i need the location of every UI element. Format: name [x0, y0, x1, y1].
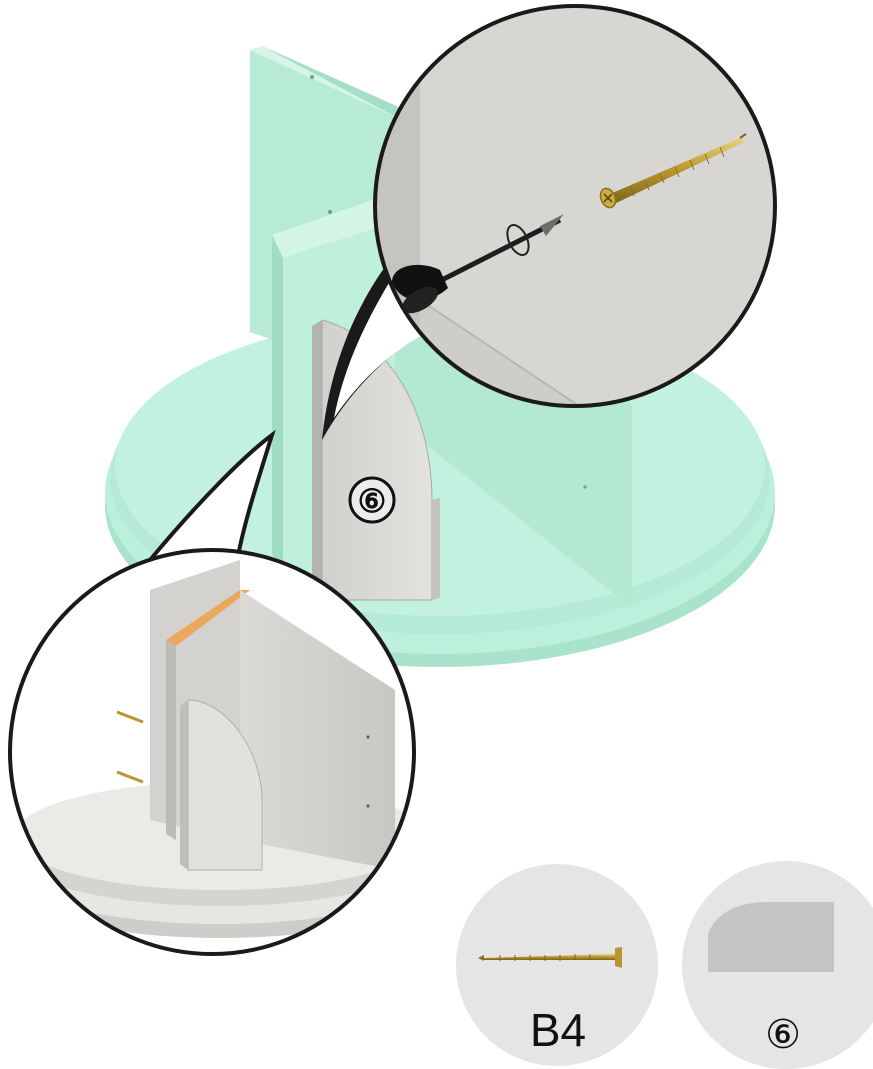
bracket-6-label: ⑥	[358, 483, 387, 519]
part-card-bracket: ⑥	[682, 861, 873, 1069]
bracket-6-callout: ⑥	[350, 478, 394, 522]
part-card-screw: B4	[456, 864, 658, 1066]
bracket-part-label: ⑥	[765, 1013, 801, 1057]
quarter-round-bracket-icon	[708, 902, 834, 972]
screw-part-label: B4	[530, 1004, 586, 1056]
